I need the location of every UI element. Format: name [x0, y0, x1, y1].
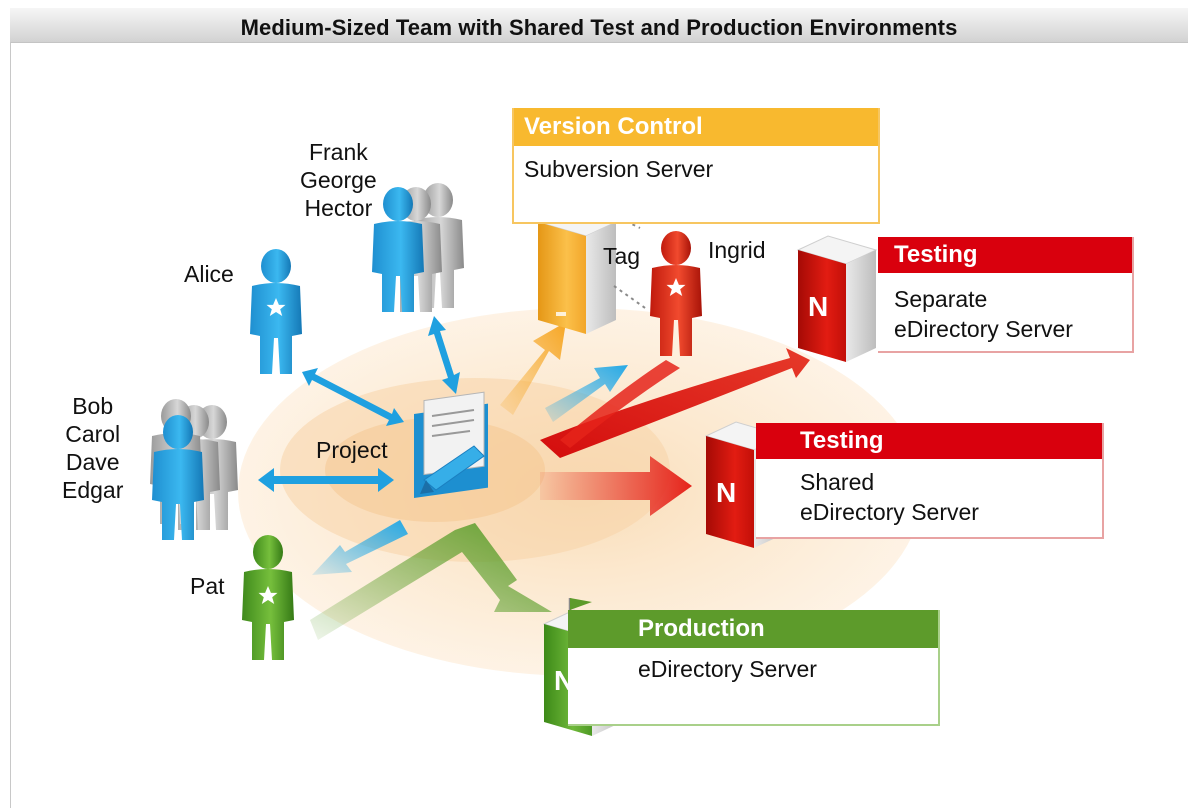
arrow-to-shared-testing: [540, 456, 692, 516]
arrow-alice-project: [302, 368, 404, 426]
env-header-testing-shared: Testing: [756, 423, 1102, 459]
group-icon-bob-carol-dave-edgar: [150, 399, 238, 540]
environment-version-control: Version Control Subversion Server: [512, 108, 880, 224]
environment-testing-separate: Testing Separate eDirectory Server: [878, 237, 1134, 353]
name-hector: Hector: [304, 195, 373, 221]
name-dave: Dave: [65, 449, 120, 475]
arrow-from-ingrid: [560, 360, 680, 448]
env-line: eDirectory Server: [894, 316, 1073, 342]
group-icon-frank-george-hector: [372, 183, 464, 312]
label-bob-group: Bob Carol Dave Edgar: [62, 392, 123, 504]
name-alice: Alice: [184, 261, 234, 287]
server-icon-version-control: [536, 207, 618, 334]
name-pat: Pat: [190, 573, 225, 599]
project-document-icon: [414, 391, 488, 498]
arrow-to-production: [310, 523, 552, 640]
env-body-version-control: Subversion Server: [524, 154, 713, 184]
env-body-production: eDirectory Server: [638, 654, 817, 684]
title-bar: Medium-Sized Team with Shared Test and P…: [10, 8, 1188, 43]
project-label: Project: [316, 437, 388, 463]
server-icon-testing-separate: N: [796, 235, 878, 362]
arrow-frank-group-project: [428, 316, 460, 394]
env-body-testing-shared: Shared eDirectory Server: [800, 467, 979, 527]
env-line: Shared: [800, 469, 875, 495]
arrow-to-separate-testing: [540, 348, 810, 458]
env-header-production: Production: [568, 610, 938, 648]
name-bob: Bob: [72, 393, 114, 419]
server-letter: N: [716, 477, 736, 508]
env-header-version-control: Version Control: [514, 108, 878, 146]
server-letter: N: [808, 291, 828, 322]
name-george: George: [300, 167, 377, 193]
name-carol: Carol: [65, 421, 121, 447]
arrow-to-pat: [312, 520, 408, 575]
name-frank: Frank: [308, 139, 368, 165]
name-ingrid: Ingrid: [708, 237, 766, 263]
label-frank-group: Frank George Hector: [300, 138, 377, 222]
arrow-bob-group-project: [258, 468, 394, 492]
environment-testing-shared: Testing Shared eDirectory Server: [756, 423, 1104, 539]
env-line: eDirectory Server: [638, 656, 817, 682]
arrow-to-version-control: [500, 322, 566, 415]
env-line: Subversion Server: [524, 156, 714, 182]
frame-rule: [10, 42, 11, 808]
env-header-testing-separate: Testing: [878, 237, 1132, 273]
tag-label: Tag: [603, 243, 641, 269]
env-body-testing-separate: Separate eDirectory Server: [894, 284, 1073, 344]
env-line: Separate: [894, 286, 988, 312]
name-edgar: Edgar: [62, 477, 124, 503]
person-icon-alice: [250, 249, 302, 374]
environment-production: Production eDirectory Server: [568, 610, 940, 726]
diagram-title: Medium-Sized Team with Shared Test and P…: [240, 15, 958, 40]
env-line: eDirectory Server: [800, 499, 979, 525]
arrow-to-ingrid: [545, 365, 628, 422]
